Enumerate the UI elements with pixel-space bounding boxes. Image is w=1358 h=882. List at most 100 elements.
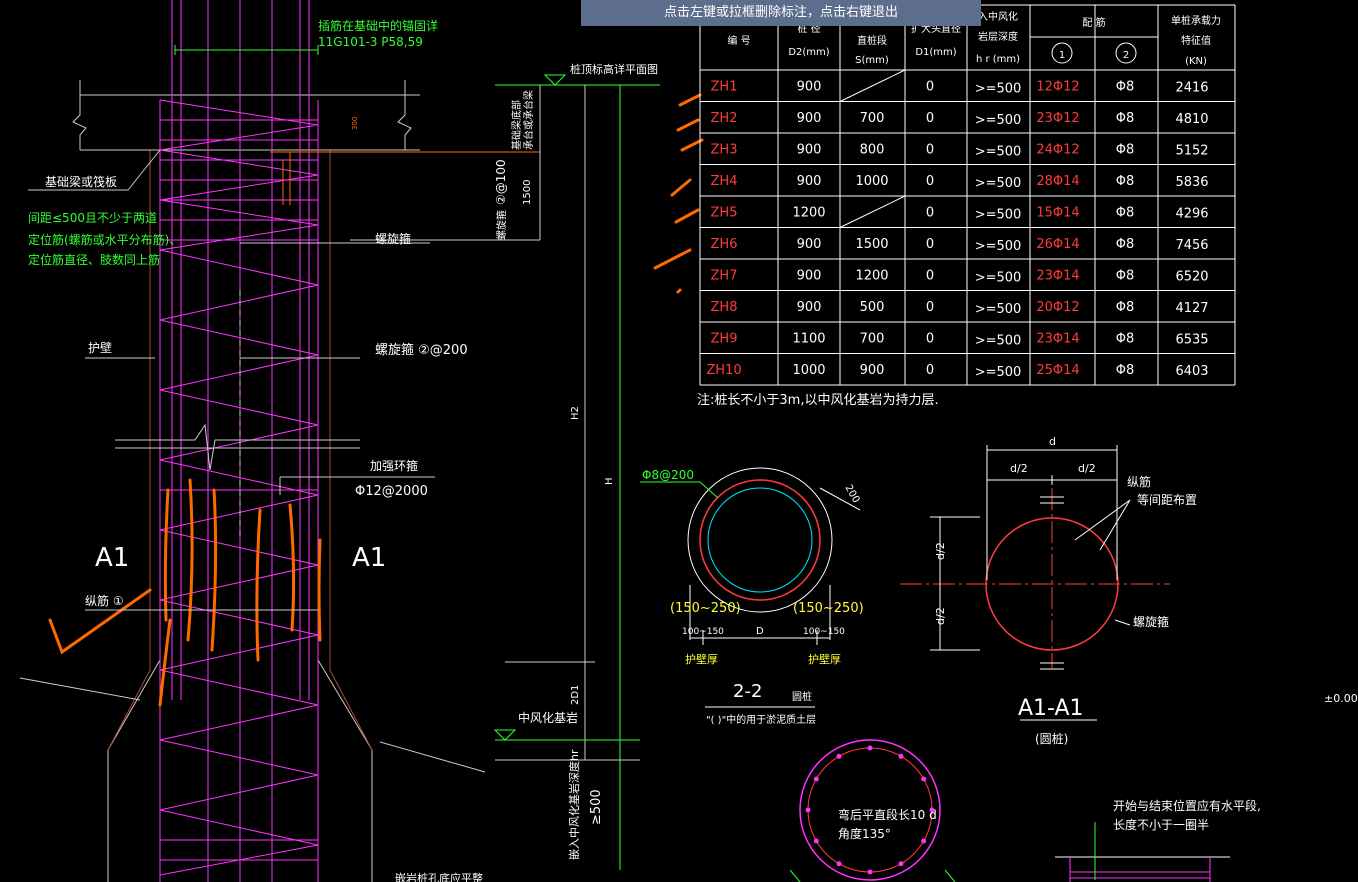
- row-d2: 1000: [792, 363, 825, 378]
- sec22-title-sub: 圆桩: [792, 690, 812, 703]
- row-stir: Φ8: [1116, 174, 1135, 189]
- pile-longitudinal-section[interactable]: 插筋在基础中的锚固详 11G101-3 P58,59 基础梁或筏板 间距≤500…: [19, 0, 660, 882]
- embed-val: ≥500: [589, 789, 604, 825]
- row-main: 24Φ12: [1036, 142, 1079, 157]
- ring-bar-dot: [921, 838, 927, 844]
- row-d2: 1100: [792, 331, 825, 346]
- header-d1-b: D1(mm): [915, 47, 956, 58]
- spacing-note-c: 定位筋直径、肢数同上筋: [28, 252, 160, 267]
- row-id: ZH9: [711, 331, 738, 346]
- row-d2: 900: [797, 174, 822, 189]
- header-s-b: S(mm): [855, 55, 889, 66]
- row-d1: 0: [926, 331, 934, 346]
- ring-detail[interactable]: 弯后平直段长10 d 角度135°: [789, 739, 956, 882]
- sec22-title: 2-2: [733, 681, 762, 702]
- embed-note: 嵌入中风化基岩深度hr: [567, 749, 581, 860]
- a1-spiral: 螺旋箍: [1133, 614, 1169, 629]
- row-main: 23Φ14: [1036, 268, 1079, 283]
- header-s-a: 直桩段: [857, 34, 887, 47]
- header-d2-b: D2(mm): [788, 47, 829, 58]
- row-cap: 6535: [1175, 332, 1208, 347]
- ring-bar-dot: [898, 861, 904, 867]
- row-d1: 0: [926, 237, 934, 252]
- bottom-right-detail[interactable]: 开始与结束位置应有水平段, 长度不小于一圈半: [1055, 798, 1261, 882]
- header-circle-2: [1115, 42, 1137, 64]
- row-d2: 900: [797, 142, 822, 157]
- ring-bar-dot: [867, 745, 873, 751]
- row-s: 1200: [855, 268, 888, 283]
- row-main: 12Φ12: [1036, 79, 1079, 94]
- cap-level-label: 桩顶标高详平面图: [570, 62, 658, 76]
- row-id: ZH3: [711, 142, 738, 157]
- br-note-a: 开始与结束位置应有水平段,: [1113, 798, 1261, 813]
- ring-bar-dot: [867, 869, 873, 875]
- section-2-2[interactable]: Φ8@200 200 (150~250) (150~250) 100~150 1…: [640, 467, 864, 726]
- row-id: ZH10: [706, 363, 741, 378]
- row-cap: 2416: [1175, 80, 1208, 95]
- row-s: 700: [860, 331, 885, 346]
- sec22-right-wall: 护壁厚: [808, 652, 841, 666]
- ring-bar-dot: [929, 807, 935, 813]
- row-d1: 0: [926, 268, 934, 283]
- row-hr: >=500: [975, 207, 1022, 222]
- annotation-hint-bar[interactable]: 点击左键或拉框删除标注，点击右键退出: [581, 0, 981, 26]
- ring-bar-dot: [836, 753, 842, 759]
- row-cap: 5836: [1175, 175, 1208, 190]
- header-hr-b: 岩层深度: [978, 30, 1018, 43]
- section-a1-a1[interactable]: d d/2 d/2 d/2 d/2 纵筋 等间距布置 螺旋箍 A1-A1 (圆桩…: [900, 435, 1197, 746]
- row-d1: 0: [926, 111, 934, 126]
- section-mark-a1-right[interactable]: A1: [352, 543, 386, 573]
- pile-schedule-table[interactable]: 编 号桩 径D2(mm)直桩段S(mm)扩大头直径D1(mm)入中风化岩层深度h…: [699, 4, 1236, 386]
- row-cap: 4810: [1175, 112, 1208, 127]
- markup-strokes[interactable]: [653, 93, 704, 294]
- sec22-left-range: (150~250): [670, 601, 741, 616]
- row-id: ZH6: [711, 237, 738, 252]
- row-hr: >=500: [975, 302, 1022, 317]
- row-main: 26Φ14: [1036, 237, 1079, 252]
- row-d2: 1200: [792, 205, 825, 220]
- header-circle-1: [1051, 42, 1073, 64]
- table-note: 注:桩长不小于3m,以中风化基岩为持力层.: [697, 393, 939, 408]
- dim-h: H: [604, 477, 615, 485]
- row-s-empty: [839, 69, 906, 102]
- row-d2: 900: [797, 237, 822, 252]
- header-hr-a: 入中风化: [978, 10, 1018, 23]
- row-hr: >=500: [975, 270, 1022, 285]
- spacing-note-b: 定位筋(螺筋或水平分布筋)、: [28, 232, 181, 247]
- sec22-right-range: (150~250): [793, 601, 864, 616]
- stiff-ring-label: 加强环箍: [370, 458, 418, 473]
- row-hr: >=500: [975, 176, 1022, 191]
- header-cap-a: 单桩承载力: [1171, 14, 1221, 27]
- dense-a: 承台或承台梁: [522, 90, 535, 150]
- row-id: ZH4: [711, 174, 738, 189]
- row-stir: Φ8: [1116, 268, 1135, 283]
- header-rebar: 配 筋: [1082, 16, 1105, 29]
- row-main: 25Φ14: [1036, 363, 1079, 378]
- row-cap: 6520: [1175, 269, 1208, 284]
- row-main: 28Φ14: [1036, 174, 1079, 189]
- a1-half-top: d/2: [934, 542, 947, 560]
- row-cap: 6403: [1175, 364, 1208, 379]
- ring-text-b: 角度135°: [838, 826, 891, 841]
- dense-d: ②@100: [494, 159, 508, 205]
- dim-2d1: 2D1: [570, 685, 581, 705]
- br-note-b: 长度不小于一圈半: [1113, 817, 1209, 832]
- anchor-note-a: 插筋在基础中的锚固详: [318, 18, 438, 33]
- sec22-bar-label: Φ8@200: [642, 468, 694, 482]
- bottom-note: 嵌岩桩孔底应平整: [395, 871, 483, 882]
- row-d1: 0: [926, 142, 934, 157]
- row-main: 20Φ12: [1036, 300, 1079, 315]
- header-hr-c: h r (mm): [976, 54, 1020, 65]
- dense-b: 基础梁底部: [510, 100, 523, 150]
- row-d2: 900: [797, 300, 822, 315]
- row-hr: >=500: [975, 333, 1022, 348]
- section-mark-a1-left[interactable]: A1: [95, 543, 129, 573]
- row-hr: >=500: [975, 113, 1022, 128]
- row-hr: >=500: [975, 81, 1022, 96]
- header-cap-c: (KN): [1185, 56, 1207, 67]
- sec22-dim-d: D: [756, 626, 764, 637]
- row-d2: 900: [797, 111, 822, 126]
- sec22-right-small: 100~150: [803, 627, 845, 637]
- a1-half-left: d/2: [1010, 462, 1028, 475]
